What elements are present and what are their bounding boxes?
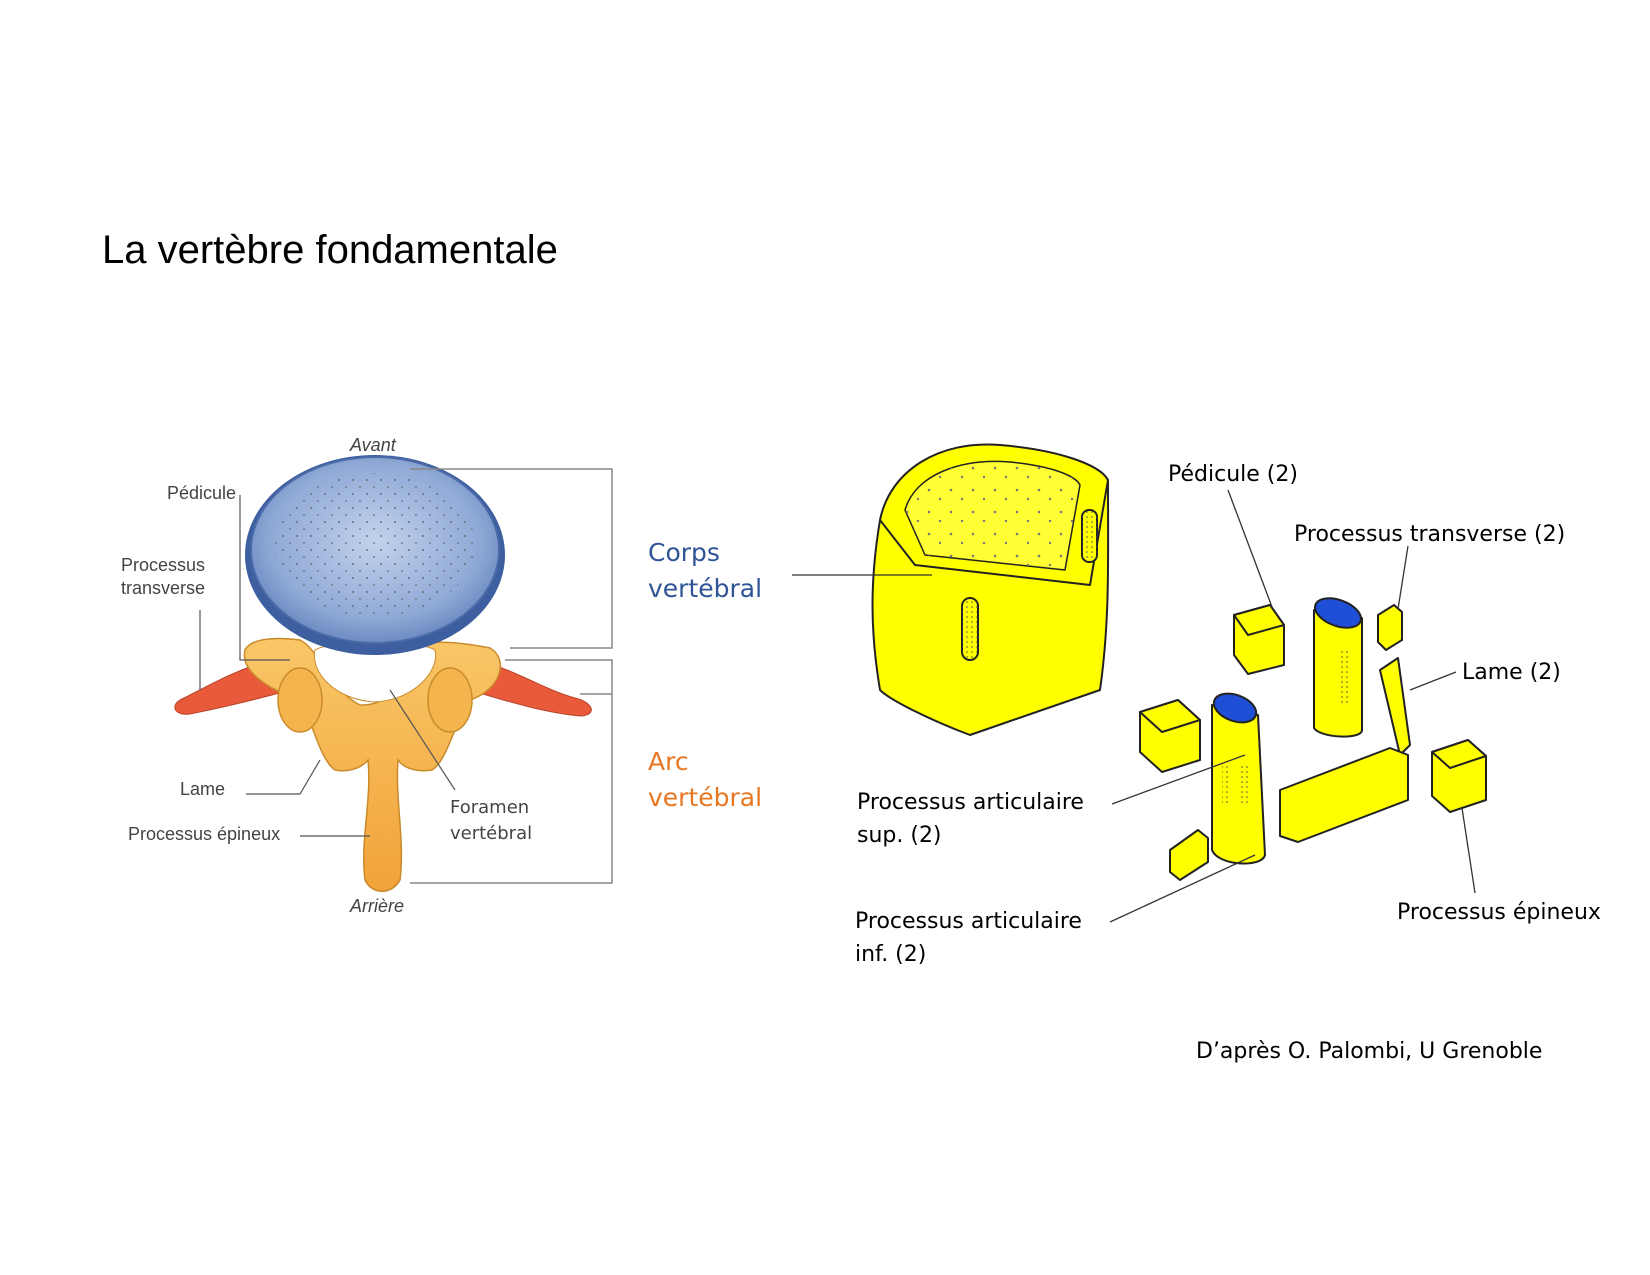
vertebral-body-texture: [275, 473, 475, 617]
leader-foramen: [389, 689, 456, 791]
articular-process-right: [427, 667, 473, 733]
model-articular-cap-lower: [1212, 692, 1258, 724]
leader-model-epineux: [1461, 807, 1476, 894]
leader-model-pedicule: [1227, 489, 1273, 608]
label-model-pedicule: Pédicule (2): [1168, 462, 1298, 487]
label-arriere: Arrière: [350, 896, 405, 916]
leader-pedicule: [239, 495, 290, 661]
model-lamina-bar: [1279, 747, 1409, 843]
transverse-process-right: [469, 659, 592, 717]
bracket-arc: [410, 659, 613, 884]
model-transverse-upper: [1377, 604, 1403, 651]
label-model-lame: Lame (2): [1462, 660, 1561, 685]
label-model-articulaire-sup: Processus articulaire sup. (2): [857, 790, 1084, 848]
label-arc-vertebral: Arc vertébral: [648, 747, 763, 813]
label-avant: Avant: [350, 435, 396, 455]
label-lame: Lame: [180, 779, 226, 799]
articular-process-left: [277, 667, 323, 733]
leader-lame: [246, 759, 321, 795]
label-model-processus-epineux: Processus épineux: [1397, 900, 1601, 925]
model-transverse-lower: [1169, 829, 1209, 881]
label-corps-vertebral: Corps vertébral: [648, 538, 763, 604]
credit-text: D’après O. Palombi, U Grenoble: [1196, 1039, 1543, 1064]
leader-model-transverse: [1397, 545, 1409, 610]
label-processus-transverse: Processus transverse: [121, 555, 206, 599]
label-foramen-vertebral: Foramen vertébral: [450, 797, 533, 845]
model-articular-sup-lower: [1211, 704, 1266, 865]
leader-model-art-sup: [1111, 754, 1246, 805]
label-processus-epineux: Processus épineux: [128, 824, 281, 844]
label-pedicule: Pédicule: [167, 483, 237, 503]
model-articular-sup-upper: [1313, 609, 1363, 738]
leader-model-art-inf: [1109, 854, 1256, 923]
label-model-articulaire-inf: Processus articulaire inf. (2): [855, 909, 1082, 967]
model-articular-cap-upper: [1314, 597, 1362, 629]
model-lamina: [1379, 657, 1411, 756]
leader-model-lame: [1409, 671, 1457, 691]
label-model-processus-transverse: Processus transverse (2): [1294, 522, 1566, 547]
slide-title: La vertèbre fondamentale: [102, 228, 558, 272]
bracket-corps: [410, 468, 613, 649]
